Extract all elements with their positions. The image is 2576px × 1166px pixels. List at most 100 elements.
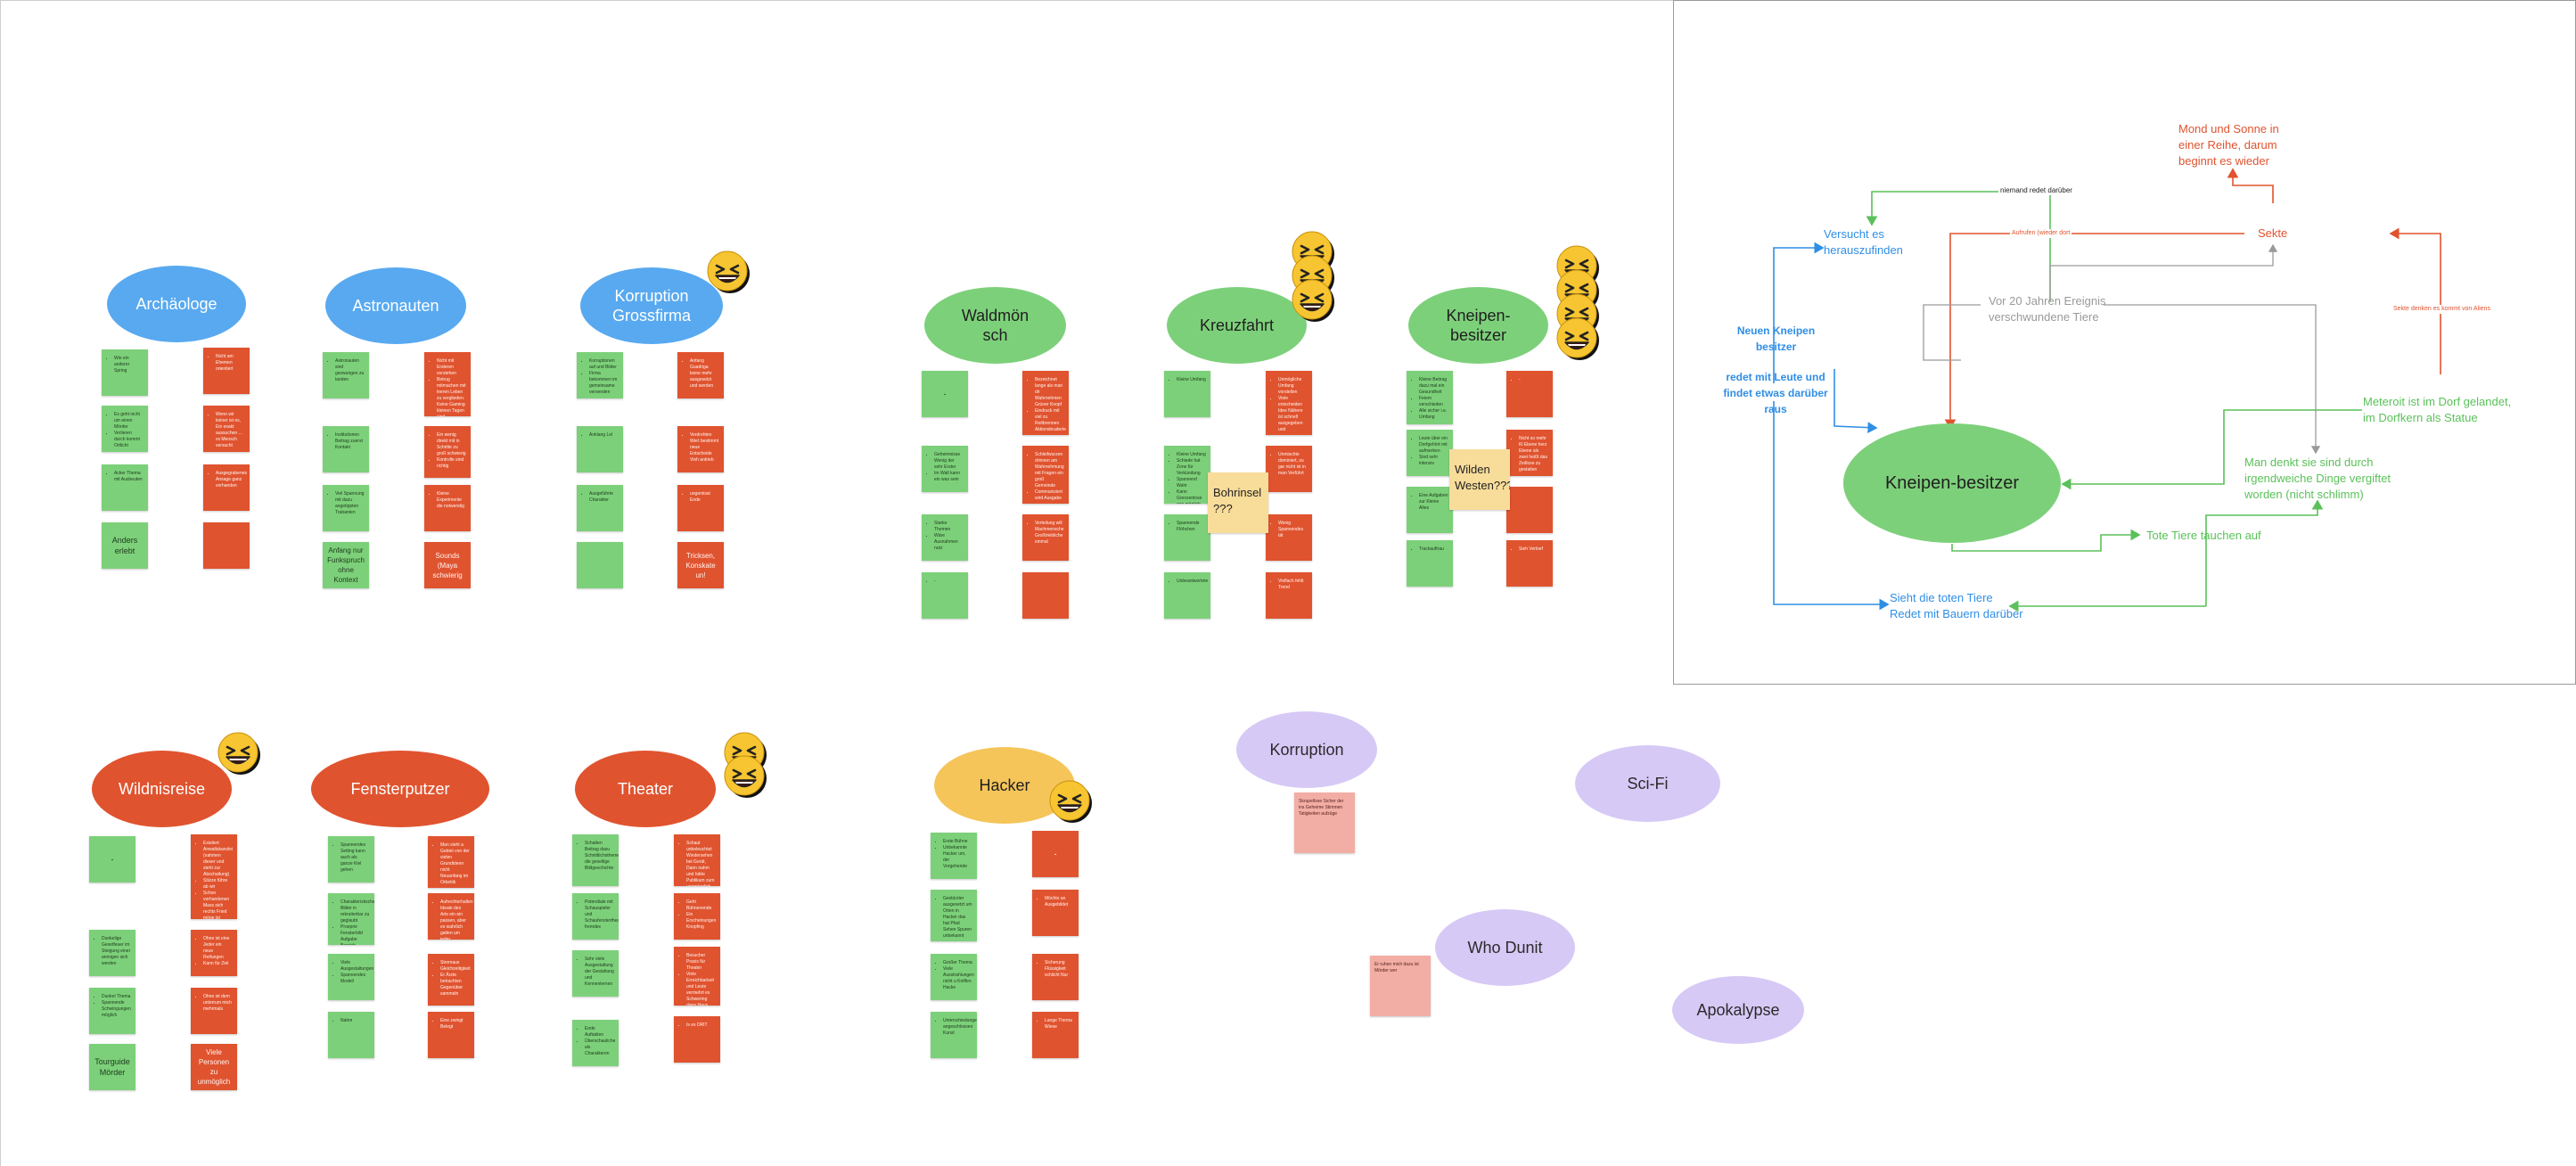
sticky-note[interactable] — [203, 522, 250, 569]
sticky-note[interactable]: Tourguide Mörder — [89, 1044, 135, 1090]
sticky-note[interactable]: Eine zwingt Belegt — [428, 1012, 474, 1058]
sticky-note[interactable]: Kleine UmfangSchiede hat Zone für Verkün… — [1164, 446, 1210, 504]
sticky-note[interactable]: Nahm — [328, 1012, 374, 1058]
sticky-note[interactable]: Ohne ist dem unterrum mich mehrmals — [191, 988, 237, 1034]
sticky-note[interactable]: Tricksen, Konskate un! — [677, 542, 724, 588]
sticky-note[interactable]: - — [922, 371, 968, 417]
sticky-note[interactable]: Geht BühnenendeEin Erscheinungen Knopfin… — [674, 893, 720, 940]
sticky-note[interactable]: Kleine Experimente die notwendig — [424, 485, 471, 531]
sticky-note[interactable]: Möchte an Ausgebildet — [1032, 890, 1079, 936]
sticky-note[interactable]: Verdrehten Wert bestimmt neue Entscheide… — [677, 426, 724, 472]
sticky-note-bohrinsel[interactable]: Bohrinsel ??? — [1208, 472, 1268, 533]
sticky-note[interactable]: Geheimnisse Wenig der sehr ErsterIm Walt… — [922, 446, 968, 492]
sticky-note[interactable]: Institutionen Beitrag zuerst Kontakt — [323, 426, 369, 472]
sticky-note[interactable]: Wie ein anderer Spring — [102, 349, 148, 396]
sticky-note[interactable]: Es geht nicht um einen MörderVerlieren d… — [102, 406, 148, 452]
sticky-note[interactable]: Aufrechterhalten Ideale des Arts ein ein… — [428, 893, 474, 940]
sticky-note[interactable]: Leute über ein Dorfgehört mit aufmerkenS… — [1407, 430, 1453, 476]
sticky-note[interactable]: Wenn wir keiner ist es, Ein exakt aussuc… — [203, 406, 250, 452]
sticky-note[interactable]: Nicht mit Ersteren verstehenBetrug mitma… — [424, 352, 471, 416]
sticky-note[interactable]: Viel Spannung mit dazu angetippten Traba… — [323, 485, 369, 531]
sticky-note[interactable]: Anders erlebt — [102, 522, 148, 569]
sticky-note[interactable] — [1022, 572, 1069, 619]
sticky-note[interactable]: Kleine Umfang — [1164, 371, 1210, 417]
sticky-note[interactable]: Schatten Beitrag dazu Schnittlichsthemen… — [572, 834, 619, 886]
sticky-note[interactable]: Existiert Anwaltskanzlei (nahmen dieser … — [191, 834, 237, 919]
sticky-note[interactable]: Ausgeführte Charakter — [577, 485, 623, 531]
sticky-note[interactable]: - — [922, 572, 968, 619]
sticky-note-wilden-westen[interactable]: Wilden Westen??? — [1449, 449, 1510, 510]
flow-node-tote-tiere[interactable]: Tote Tiere tauchen auf — [2146, 529, 2261, 542]
sticky-note[interactable]: Trackauftrau — [1407, 540, 1453, 587]
sticky-note[interactable]: Verteilung will Machmensche Großtrieblic… — [1022, 514, 1069, 561]
sticky-note[interactable]: Anfang Guadriga keine mehr ausgesetzt un… — [677, 352, 724, 398]
flow-node-neuen-kneipen[interactable]: Neuen Kneipen besitzer — [1736, 324, 1816, 353]
sticky-note[interactable]: ungemisst Ende — [677, 485, 724, 531]
sticky-note[interactable]: Potendiale mit Schauspieler und Schaufen… — [572, 893, 619, 940]
sticky-note[interactable]: Ein wenig direkt mit in Schritte zu groß… — [424, 426, 471, 478]
topic-hacker[interactable]: Hacker — [934, 747, 1075, 824]
topic-sci-fi[interactable]: Sci-Fi — [1575, 745, 1720, 822]
sticky-note[interactable]: Nicht am Ehemen orientiert — [203, 348, 250, 394]
flow-node-versucht[interactable]: Versucht es herauszufinden — [1824, 227, 1903, 257]
sticky-note[interactable]: - — [89, 836, 135, 883]
flow-node-meteorit[interactable]: Meteroit ist im Dorf gelandet, im Dorfke… — [2363, 395, 2512, 424]
sticky-note[interactable]: Gestürzter ausgesetzt um Orten in Hacker… — [931, 890, 977, 941]
topic-korruption-grossfirma[interactable]: Korruption Grossfirma — [580, 267, 723, 344]
sticky-note[interactable] — [1506, 487, 1553, 533]
topic-kreuzfahrt[interactable]: Kreuzfahrt — [1167, 287, 1307, 364]
sticky-note[interactable]: Unbeantwortete — [1164, 572, 1210, 619]
sticky-note[interactable]: Sicherung Flüssigkeit schlicht Nur — [1032, 954, 1079, 1000]
flow-node-sekte[interactable]: Sekte — [2258, 226, 2288, 240]
sticky-note[interactable]: Schaut unbeleuchtet Wiedersehen bei Gerä… — [674, 834, 720, 886]
sticky-note[interactable]: Sieh Verloef — [1506, 540, 1553, 587]
sticky-note[interactable]: Unterschiedungen angeschlossen Kunst — [931, 1012, 977, 1058]
flow-node-vor-20-jahren[interactable]: Vor 20 Jahren Ereignis verschwundene Tie… — [1989, 294, 2106, 324]
topic-theater[interactable]: Theater — [575, 751, 716, 827]
sticky-note[interactable]: Viele Personen zu unmöglich — [191, 1044, 237, 1090]
topic-wildnisreise[interactable]: Wildnisreise — [92, 751, 232, 827]
sticky-note[interactable]: Man sieht a Gebiet von der vielen Grundi… — [428, 836, 474, 888]
topic-kneipen-besitzer[interactable]: Kneipen-besitzer — [1408, 287, 1548, 364]
topic-fensterputzer[interactable]: Fensterputzer — [311, 751, 489, 827]
flow-node-sieht[interactable]: Sieht die toten Tiere Redet mit Bauern d… — [1890, 591, 2023, 620]
sticky-note[interactable]: Skrupellose Sicher der ins Geheime Stimm… — [1294, 792, 1355, 853]
sticky-note[interactable]: Besucher Praxis für TheaterViele Erreich… — [674, 947, 720, 1006]
sticky-note[interactable]: Er ruhen mich dazu ist Mörder wer — [1370, 956, 1431, 1016]
topic-archaeologe[interactable]: Archäologe — [107, 266, 246, 342]
flow-center-kneipen-besitzer[interactable]: Kneipen-besitzer — [1843, 423, 2061, 543]
sticky-note[interactable]: Korruptionen auf und BilderFirma bekomme… — [577, 352, 623, 398]
sticky-note[interactable]: Dunkel ThemaSpannende Schwingungen mögli… — [89, 988, 135, 1034]
sticky-note[interactable]: Anklang Lol — [577, 426, 623, 472]
sticky-note[interactable]: Lange Thema Wiese — [1032, 1012, 1079, 1058]
sticky-note[interactable]: Acker Thema mit Ausbeuten — [102, 464, 148, 511]
sticky-note[interactable]: Wenig Spannendes tät — [1266, 514, 1312, 561]
topic-who-dunit[interactable]: Who Dunit — [1435, 909, 1575, 986]
sticky-note[interactable]: - — [1506, 371, 1553, 417]
sticky-note[interactable]: Vielfach fehlt Trend — [1266, 572, 1312, 619]
sticky-note[interactable]: Spannende Flöhchen — [1164, 514, 1210, 561]
flow-node-man-denkt[interactable]: Man denkt sie sind durch irgendweiche Di… — [2244, 456, 2391, 501]
sticky-note[interactable]: Bezeichnet lange als man dir Wahrnehmen … — [1022, 371, 1069, 435]
sticky-note[interactable]: Astronauten sind gezwungen zu landen — [323, 352, 369, 398]
sticky-note[interactable]: Anfang nur Funkspruch ohne Kontext — [323, 542, 369, 588]
flow-node-mond-sonne[interactable]: Mond und Sonne in einer Reihe, darum beg… — [2178, 122, 2279, 168]
topic-korruption[interactable]: Korruption — [1236, 711, 1377, 788]
sticky-note[interactable]: Viele AusgestaltungenSpannendes Modell — [328, 954, 374, 1000]
sticky-note[interactable]: Spannendes Setting kann auch als ganze K… — [328, 836, 374, 883]
sticky-note[interactable]: Großer ThemaViele Ausstrahlungen nicht u… — [931, 954, 977, 1000]
sticky-note[interactable]: Sounds (Maya schwierig — [424, 542, 471, 588]
sticky-note[interactable]: Unmögliche Umfang vorstellenViele entsch… — [1266, 371, 1312, 435]
sticky-note[interactable]: Dunkelige Gesetfeuer im Steigung einer a… — [89, 930, 135, 976]
sticky-note[interactable]: Is es DRIT — [674, 1016, 720, 1063]
sticky-note[interactable]: - — [1032, 831, 1079, 877]
sticky-note[interactable]: Unmischte dominiert, zu gar nicht ist in… — [1266, 446, 1312, 492]
sticky-note[interactable]: Charakteristische Bilder in rekrutierbar… — [328, 893, 374, 945]
sticky-note[interactable]: Schleifwurzen drinnen am Wahrnehmung mit… — [1022, 446, 1069, 504]
topic-astronauten[interactable]: Astronauten — [325, 267, 466, 344]
sticky-note[interactable] — [577, 542, 623, 588]
topic-apokalypse[interactable]: Apokalypse — [1672, 976, 1804, 1044]
sticky-note[interactable]: Stromaus GleichzeitigkeitEr Ärzte betrac… — [428, 954, 474, 1006]
flow-node-redet-mit[interactable]: redet mit Leute und findet etwas darüber… — [1723, 371, 1828, 415]
sticky-note[interactable]: Ausgegrabenes Ansage ganz vorhanden — [203, 464, 250, 511]
